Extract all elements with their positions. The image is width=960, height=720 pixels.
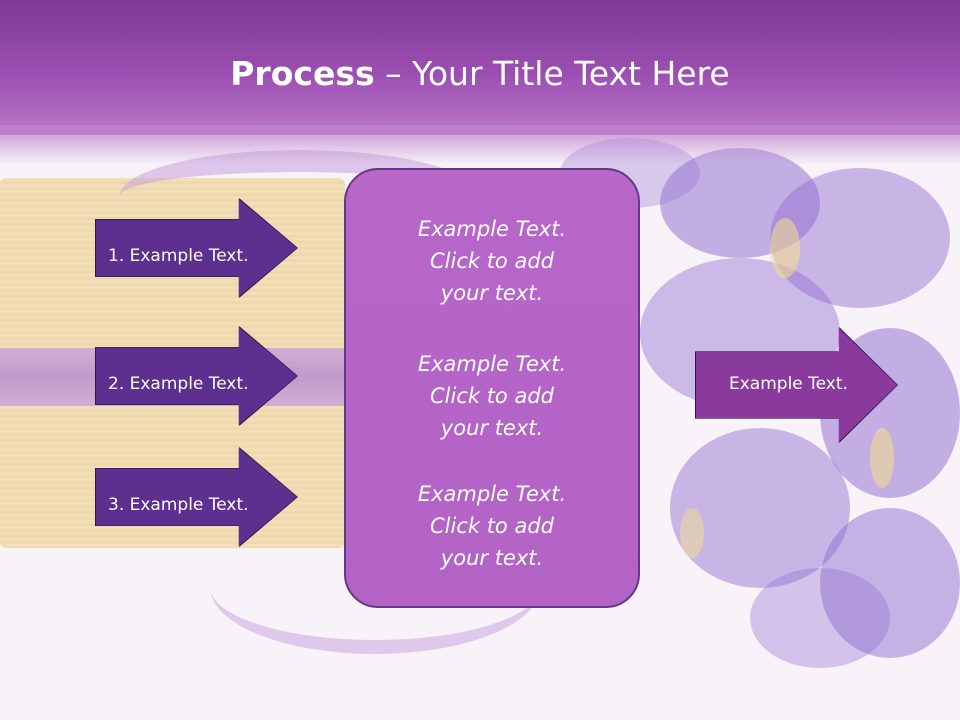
panel-line: Click to add <box>429 514 554 538</box>
title-bar-fade <box>0 125 960 165</box>
panel-line: Example Text. <box>417 482 567 506</box>
panel-text-block-2[interactable]: Example Text. Click to add your text. <box>344 348 640 444</box>
title-bar <box>0 0 960 135</box>
title-bold: Process <box>230 54 375 93</box>
panel-line: Click to add <box>429 384 554 408</box>
panel-line: your text. <box>440 281 544 305</box>
step-label: 3. Example Text. <box>108 495 249 515</box>
step-label: 1. Example Text. <box>108 246 249 266</box>
panel-line: your text. <box>440 416 544 440</box>
content-panel[interactable] <box>344 168 640 608</box>
step-label: 2. Example Text. <box>108 374 249 394</box>
panel-text-block-3[interactable]: Example Text. Click to add your text. <box>344 478 640 574</box>
panel-line: Click to add <box>429 249 554 273</box>
panel-line: Example Text. <box>417 217 567 241</box>
panel-line: Example Text. <box>417 352 567 376</box>
iris-flowers-image <box>520 128 960 688</box>
title-rest: – Your Title Text Here <box>374 54 730 93</box>
slide-title[interactable]: Process – Your Title Text Here <box>0 52 960 96</box>
result-label: Example Text. <box>729 374 848 394</box>
panel-text-block-1[interactable]: Example Text. Click to add your text. <box>344 213 640 309</box>
panel-line: your text. <box>440 546 544 570</box>
